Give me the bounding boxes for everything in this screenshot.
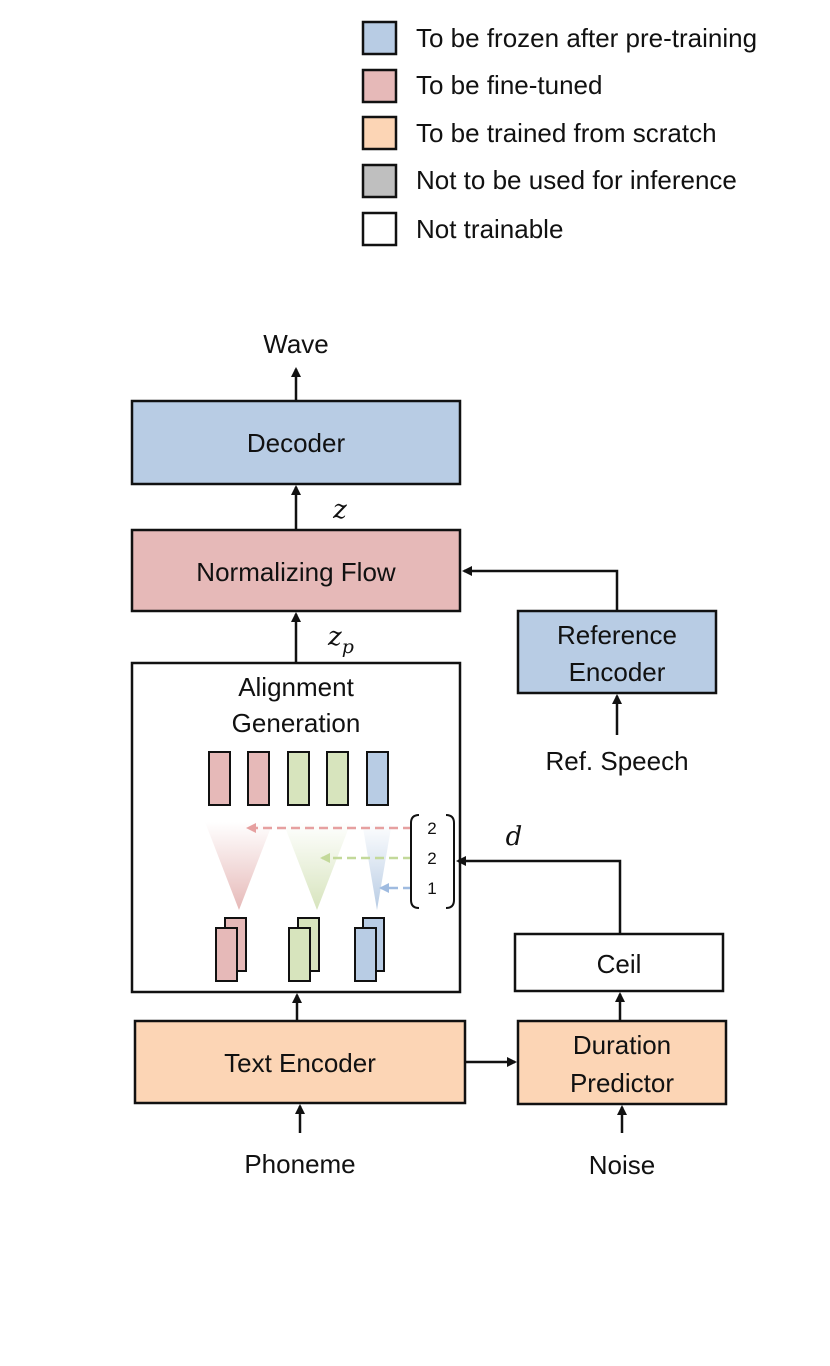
- z-label: z: [332, 495, 347, 525]
- legend-label-inference-excluded: Not to be used for inference: [416, 165, 737, 195]
- frame-stack-blue-front: [354, 927, 377, 982]
- arrow-refencoder-to-flow: [462, 566, 619, 611]
- legend-swatch-scratch: [361, 115, 398, 151]
- phoneme-token-3: [287, 751, 310, 806]
- legend-swatch-inference-excluded: [361, 163, 398, 199]
- text-encoder-label: Text Encoder: [224, 1048, 376, 1078]
- phoneme-token-2: [247, 751, 270, 806]
- expansion-triangle-green: [283, 822, 351, 910]
- reference-encoder-label-line2: Encoder: [569, 657, 666, 687]
- wave-label: Wave: [263, 329, 329, 359]
- legend: To be frozen after pre-training To be fi…: [361, 20, 757, 247]
- legend-label-scratch: To be trained from scratch: [416, 118, 717, 148]
- frame-stack-green-front: [288, 927, 311, 982]
- legend-label-not-trainable: Not trainable: [416, 214, 563, 244]
- alignment-label-line2: Generation: [232, 708, 361, 738]
- duration-value-3: 1: [427, 879, 436, 898]
- ref-speech-label: Ref. Speech: [545, 746, 688, 776]
- reference-encoder-box: [516, 609, 718, 695]
- legend-swatch-finetuned: [361, 68, 398, 104]
- legend-label-frozen: To be frozen after pre-training: [416, 23, 757, 53]
- legend-swatch-not-trainable: [361, 211, 398, 247]
- decoder-box: [130, 399, 462, 486]
- phoneme-token-5: [366, 751, 389, 806]
- legend-swatch-frozen: [361, 20, 398, 56]
- normalizing-flow-label: Normalizing Flow: [196, 557, 396, 587]
- duration-vector-bracket-right: [445, 814, 455, 909]
- reference-encoder-label-line1: Reference: [557, 620, 677, 650]
- expansion-triangle-red: [205, 822, 273, 910]
- arrow-ceil-to-alignment: [456, 856, 622, 934]
- decoder-block: Decoder: [130, 399, 462, 486]
- legend-item-inference-excluded: Not to be used for inference: [361, 163, 737, 199]
- normalizing-flow-box: [130, 528, 462, 613]
- phoneme-label: Phoneme: [244, 1149, 355, 1179]
- duration-value-2: 2: [427, 849, 436, 868]
- ceil-block: Ceil: [513, 932, 725, 993]
- alignment-label-line1: Alignment: [238, 672, 354, 702]
- noise-label: Noise: [589, 1150, 655, 1180]
- frame-stack-red-front: [215, 927, 238, 982]
- zp-main: z: [327, 622, 342, 652]
- legend-item-finetuned: To be fine-tuned: [361, 68, 602, 104]
- duration-vector-bracket-left: [410, 814, 420, 909]
- normalizing-flow-block: Normalizing Flow: [130, 528, 462, 613]
- legend-item-scratch: To be trained from scratch: [361, 115, 717, 151]
- text-encoder-block: Text Encoder: [133, 1019, 467, 1105]
- decoder-label: Decoder: [247, 428, 346, 458]
- duration-predictor-label-line2: Predictor: [570, 1068, 674, 1098]
- duration-predictor-block: Duration Predictor: [516, 1019, 728, 1106]
- expansion-triangle-blue: [362, 822, 392, 910]
- ceil-label: Ceil: [597, 949, 642, 979]
- duration-predictor-box: [516, 1019, 728, 1106]
- legend-item-frozen: To be frozen after pre-training: [361, 20, 757, 56]
- d-label: d: [506, 822, 523, 852]
- ceil-box: [513, 932, 725, 993]
- reference-encoder-block: Reference Encoder: [516, 609, 718, 695]
- zp-subscript: p: [342, 636, 354, 658]
- zp-label: zp: [327, 622, 354, 658]
- phoneme-token-4: [326, 751, 349, 806]
- duration-value-1: 2: [427, 819, 436, 838]
- legend-item-not-trainable: Not trainable: [361, 211, 563, 247]
- legend-label-finetuned: To be fine-tuned: [416, 70, 602, 100]
- duration-predictor-label-line1: Duration: [573, 1030, 671, 1060]
- alignment-generation-block: Alignment Generation 2 2 1: [130, 661, 462, 994]
- phoneme-token-1: [208, 751, 231, 806]
